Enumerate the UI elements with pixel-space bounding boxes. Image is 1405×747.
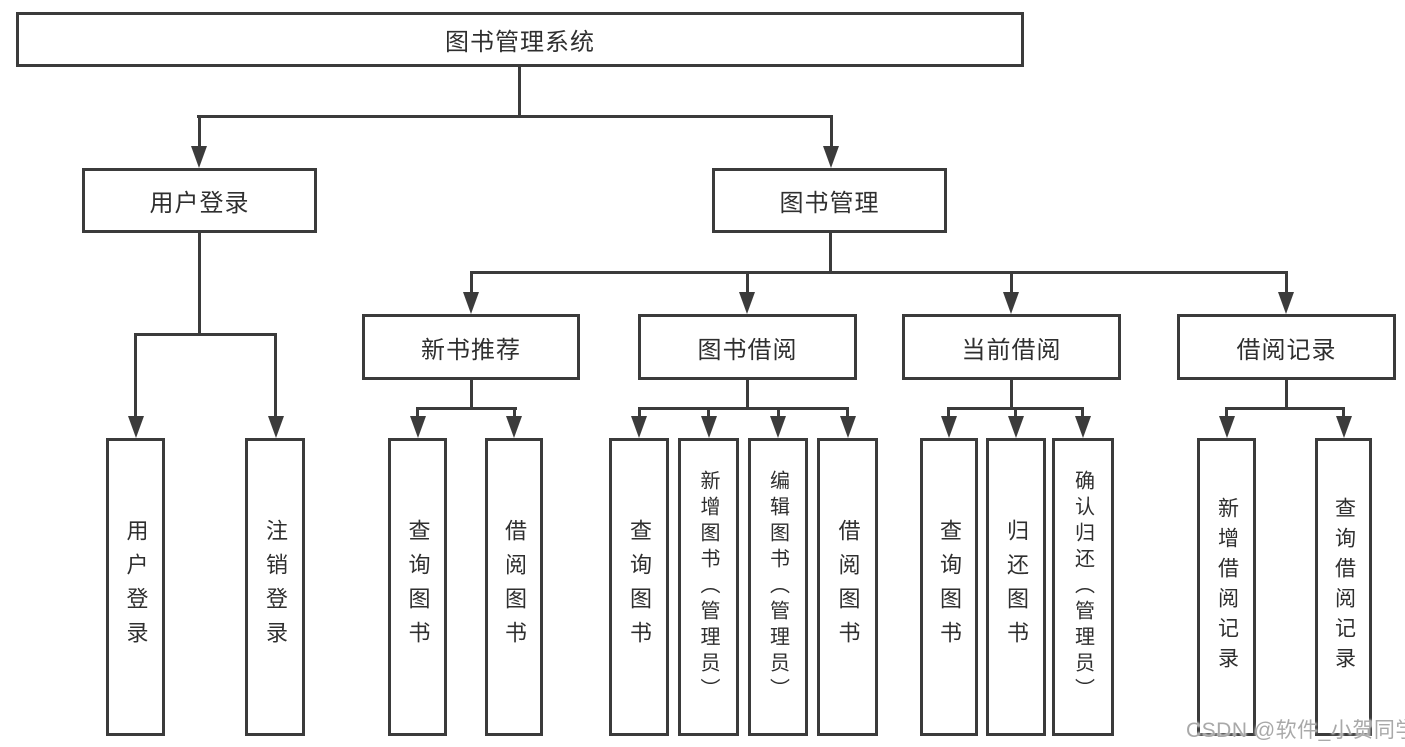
leaf-label: 注销登录 xyxy=(263,519,288,655)
leaf-add-borrow-record: 新增借阅记录 xyxy=(1197,438,1256,736)
node-current-borrow: 当前借阅 xyxy=(902,314,1121,380)
connector-line xyxy=(830,115,833,148)
leaf-label: 新增借阅记录 xyxy=(1215,497,1239,677)
leaf-query-books-3: 查询图书 xyxy=(920,438,978,736)
arrow-down-icon xyxy=(1336,416,1352,438)
leaf-query-books-2: 查询图书 xyxy=(609,438,669,736)
connector-line xyxy=(470,271,473,294)
connector-line xyxy=(513,407,516,419)
connector-line xyxy=(707,407,710,419)
leaf-query-books-1: 查询图书 xyxy=(388,438,447,736)
connector-line xyxy=(198,233,201,335)
arrow-down-icon xyxy=(1219,416,1235,438)
watermark: CSDN @软件_小贺同学 xyxy=(1186,719,1405,742)
arrow-down-icon xyxy=(191,146,207,168)
node-label: 图书借阅 xyxy=(697,336,798,364)
leaf-confirm-return-admin: 确认归还（管理员） xyxy=(1052,438,1114,736)
arrow-down-icon xyxy=(739,292,755,314)
connector-line xyxy=(947,407,950,419)
arrow-down-icon xyxy=(506,416,522,438)
node-book-management: 图书管理 xyxy=(712,168,947,233)
connector-line xyxy=(1014,407,1017,419)
arrow-down-icon xyxy=(1008,416,1024,438)
node-label: 借阅记录 xyxy=(1236,336,1337,364)
arrow-down-icon xyxy=(823,146,839,168)
node-new-book-recommend: 新书推荐 xyxy=(362,314,580,380)
leaf-label: 查询图书 xyxy=(937,519,962,655)
arrow-down-icon xyxy=(268,416,284,438)
leaf-edit-book-admin: 编辑图书（管理员） xyxy=(748,438,808,736)
leaf-label: 查询借阅记录 xyxy=(1332,497,1356,677)
node-library-management-system: 图书管理系统 xyxy=(16,12,1024,67)
connector-line xyxy=(1285,380,1288,409)
leaf-label: 用户登录 xyxy=(123,519,149,655)
node-label: 新书推荐 xyxy=(421,336,521,364)
arrow-down-icon xyxy=(631,416,647,438)
connector-line xyxy=(746,380,749,409)
leaf-label: 确认归还（管理员） xyxy=(1071,470,1094,704)
leaf-add-book-admin: 新增图书（管理员） xyxy=(678,438,739,736)
leaf-label: 新增图书（管理员） xyxy=(697,470,719,704)
connector-line xyxy=(638,407,849,410)
connector-line xyxy=(198,115,201,148)
leaf-label: 借阅图书 xyxy=(502,519,527,655)
arrow-down-icon xyxy=(410,416,426,438)
node-label: 用户登录 xyxy=(149,190,250,217)
node-label: 图书管理 xyxy=(779,190,880,217)
leaf-borrow-books-2: 借阅图书 xyxy=(817,438,878,736)
connector-line xyxy=(470,380,473,409)
connector-line xyxy=(846,407,849,419)
connector-line xyxy=(1010,271,1013,294)
connector-line xyxy=(518,67,521,117)
connector-line xyxy=(1081,407,1084,419)
connector-line xyxy=(1225,407,1228,419)
connector-line xyxy=(470,271,1288,274)
connector-line xyxy=(1225,407,1345,410)
leaf-label: 归还图书 xyxy=(1004,519,1029,655)
leaf-label: 查询图书 xyxy=(405,519,431,655)
node-label: 图书管理系统 xyxy=(445,29,595,56)
arrow-down-icon xyxy=(1003,292,1019,314)
node-book-borrow: 图书借阅 xyxy=(638,314,857,380)
connector-line xyxy=(777,407,780,419)
connector-line xyxy=(416,407,419,419)
connector-line xyxy=(134,333,137,418)
leaf-label: 查询图书 xyxy=(627,519,652,655)
connector-line xyxy=(638,407,641,419)
arrow-down-icon xyxy=(941,416,957,438)
connector-line xyxy=(746,271,749,294)
leaf-label: 借阅图书 xyxy=(835,519,861,655)
connector-line xyxy=(1010,380,1013,409)
leaf-logout: 注销登录 xyxy=(245,438,305,736)
arrow-down-icon xyxy=(463,292,479,314)
connector-line xyxy=(134,333,277,336)
arrow-down-icon xyxy=(1075,416,1091,438)
connector-line xyxy=(274,333,277,418)
node-borrow-records: 借阅记录 xyxy=(1177,314,1396,380)
leaf-query-borrow-record: 查询借阅记录 xyxy=(1315,438,1372,736)
connector-line xyxy=(829,233,832,274)
connector-line xyxy=(1342,407,1345,419)
connector-line xyxy=(197,115,833,118)
arrow-down-icon xyxy=(1278,292,1294,314)
arrow-down-icon xyxy=(128,416,144,438)
connector-line xyxy=(416,407,517,410)
arrow-down-icon xyxy=(701,416,717,438)
leaf-return-books: 归还图书 xyxy=(986,438,1046,736)
connector-line xyxy=(1285,271,1288,294)
leaf-borrow-books-1: 借阅图书 xyxy=(485,438,543,736)
leaf-label: 编辑图书（管理员） xyxy=(766,470,789,704)
arrow-down-icon xyxy=(840,416,856,438)
arrow-down-icon xyxy=(770,416,786,438)
node-label: 当前借阅 xyxy=(961,336,1062,364)
node-user-login: 用户登录 xyxy=(82,168,317,233)
leaf-user-login: 用户登录 xyxy=(106,438,165,736)
